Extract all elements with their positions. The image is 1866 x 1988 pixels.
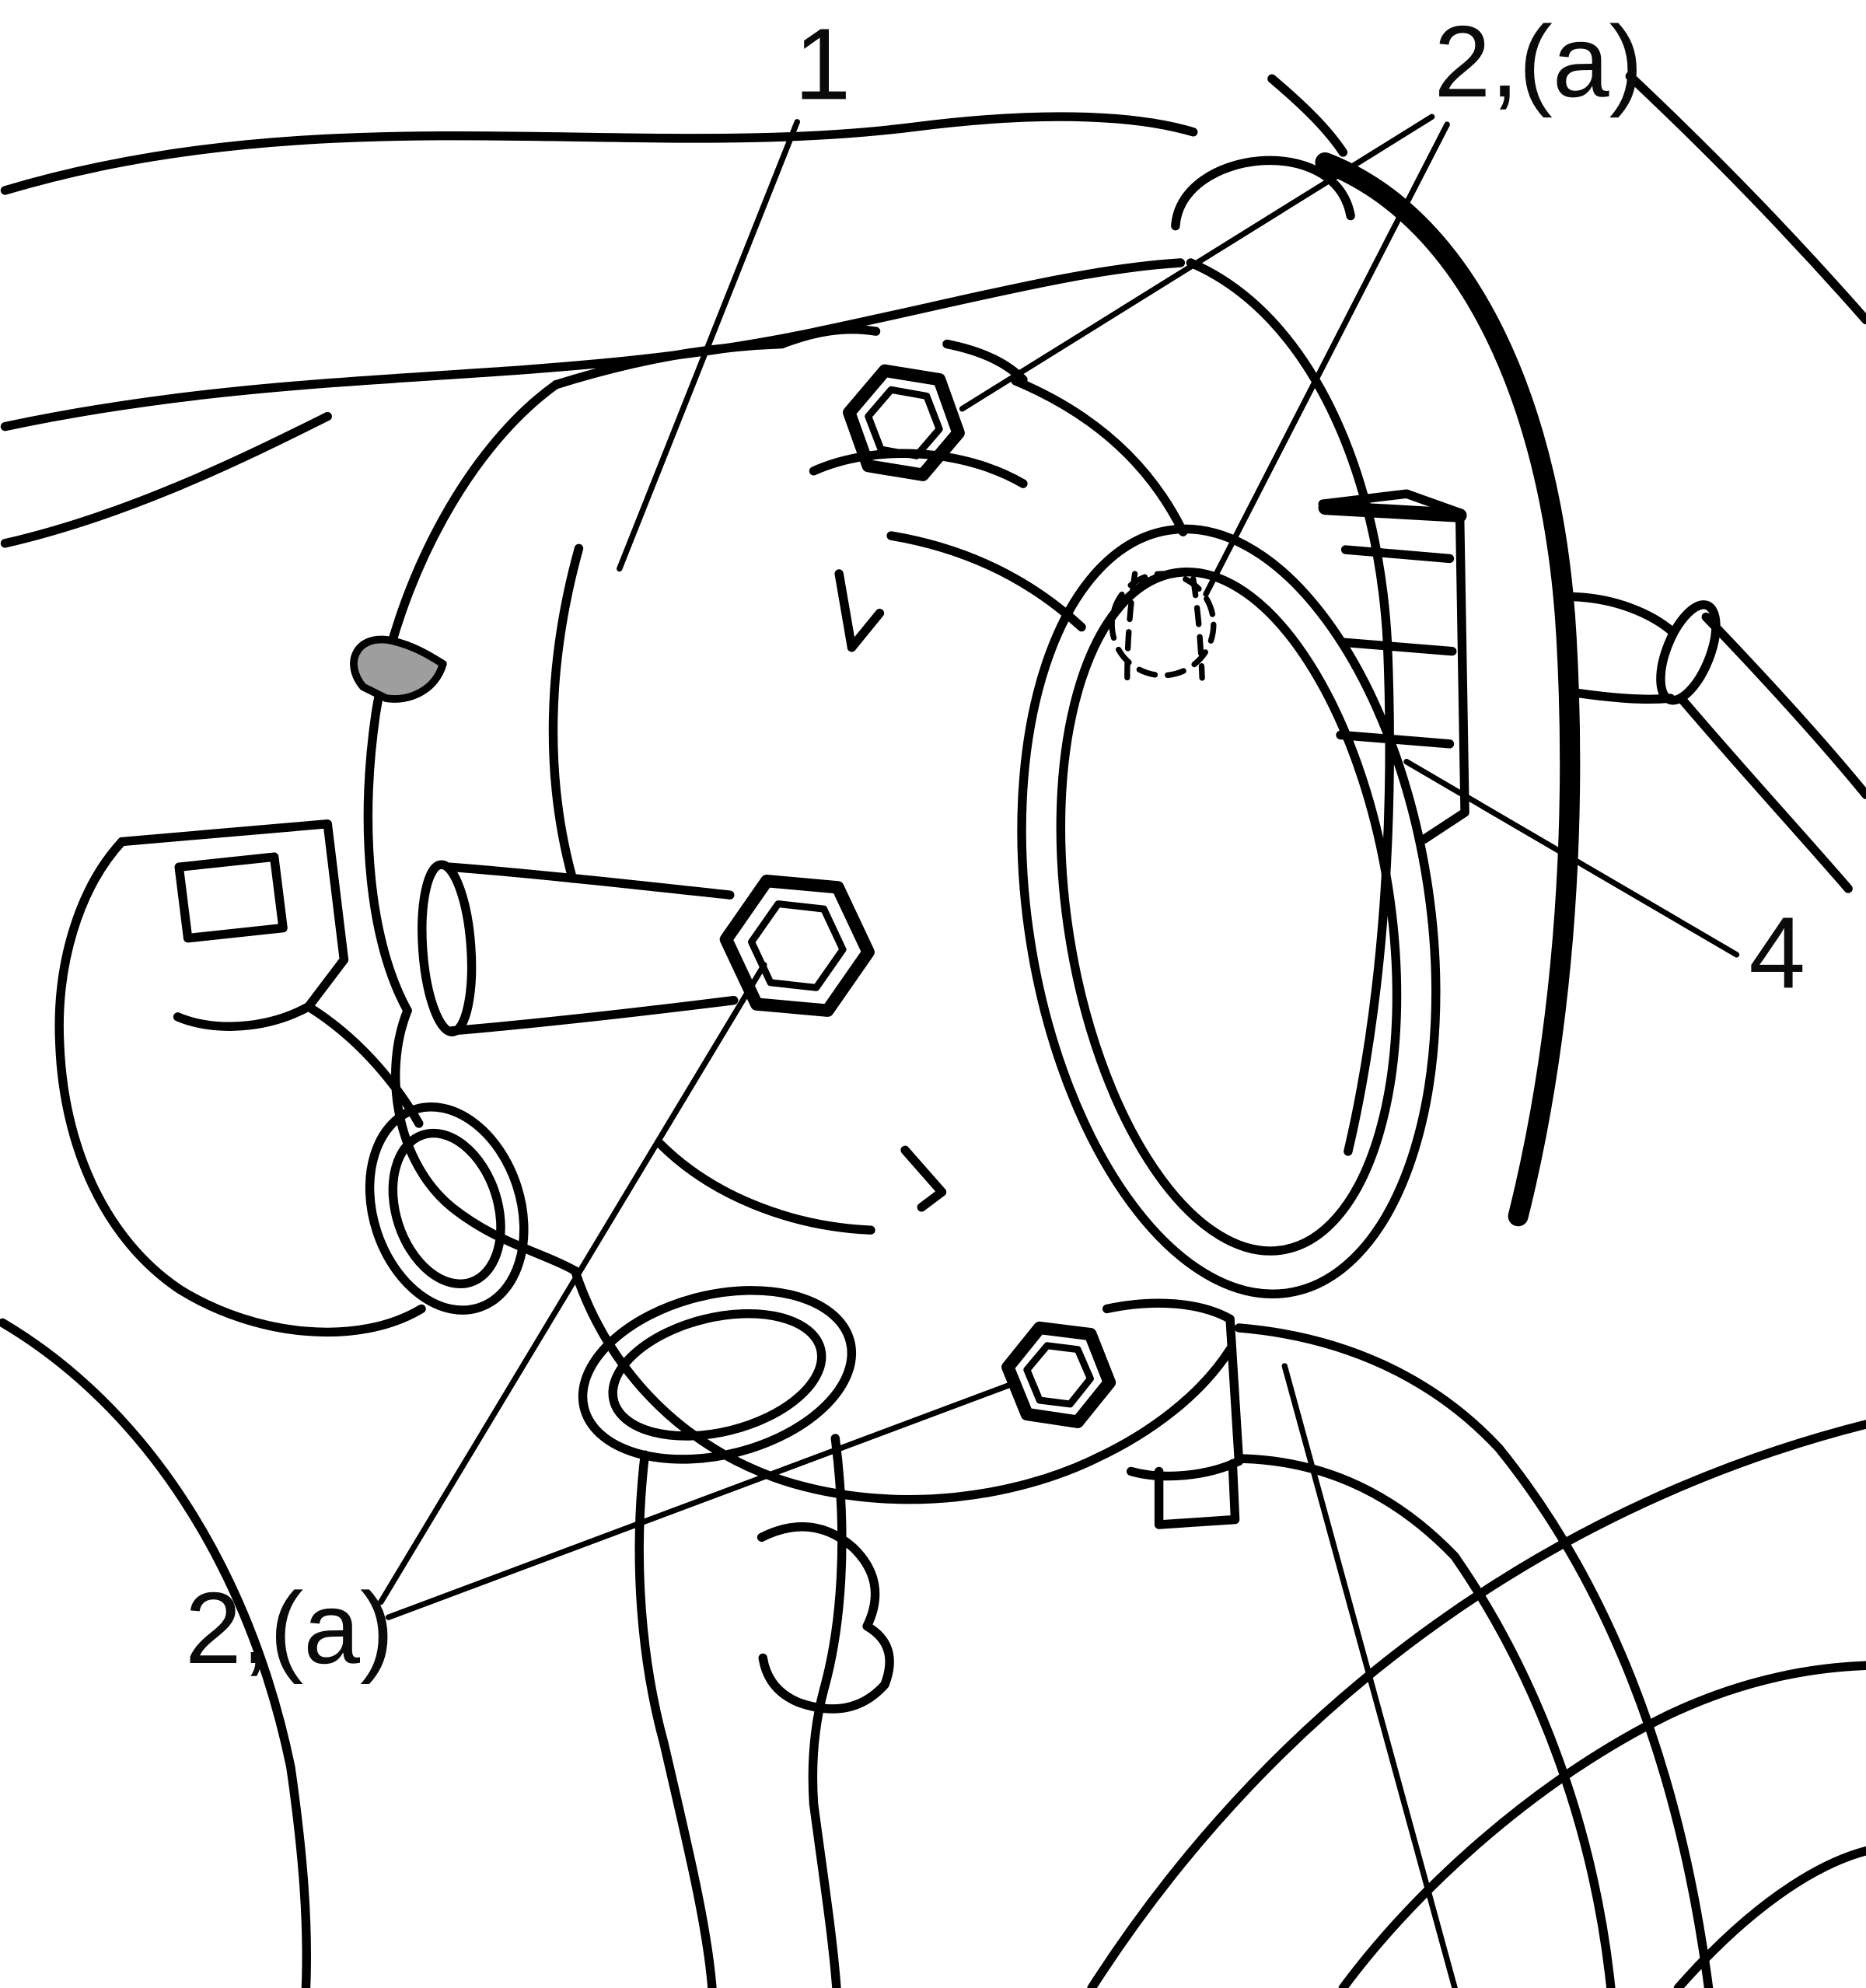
leader-callout-1 bbox=[617, 119, 800, 572]
callout-2a-top-label: 2,(a) bbox=[1434, 5, 1644, 118]
hose-clamp bbox=[1102, 1298, 1244, 1529]
callout-4-label: 4 bbox=[1749, 896, 1805, 1009]
down-tube bbox=[634, 1434, 894, 1988]
callout-labels: 1 2,(a) 4 2,(a) 3 bbox=[185, 5, 1805, 1685]
lower-left-curve bbox=[0, 1318, 311, 1988]
leader-lines bbox=[378, 114, 1740, 1988]
hidden-bolt-dashed bbox=[1109, 571, 1217, 681]
leader-callout-3-hose bbox=[1281, 1363, 1458, 1988]
callout-2a-bottom-label: 2,(a) bbox=[185, 1571, 394, 1685]
upper-hose bbox=[0, 74, 1355, 548]
crimp-clamp bbox=[757, 1522, 894, 1714]
leader-callout-4 bbox=[1403, 759, 1740, 958]
leader-callout-2a-bottom-middle-bolt bbox=[378, 962, 767, 1605]
sensor-connector bbox=[54, 819, 529, 1337]
diagram-artwork bbox=[0, 72, 1866, 1988]
clamp-ring bbox=[1017, 524, 1441, 1299]
leader-callout-2a-top-bolt bbox=[959, 114, 1435, 412]
crossing-hoses bbox=[1087, 1420, 1866, 1988]
bolt-bottom bbox=[1001, 1321, 1116, 1428]
bolt-middle bbox=[418, 860, 875, 1036]
right-hose-bend bbox=[1186, 72, 1866, 1227]
bracket-item-4 bbox=[1318, 489, 1469, 844]
leader-callout-2a-top-hidden bbox=[1203, 121, 1450, 597]
hose-end-cap bbox=[1656, 600, 1721, 705]
bolt-top bbox=[843, 364, 965, 481]
lower-hose bbox=[1234, 1323, 1714, 1988]
inlet-port bbox=[578, 1286, 857, 1464]
gray-highlight-tab bbox=[350, 635, 447, 703]
leader-callout-2a-bottom-lower-bolt bbox=[385, 1381, 1016, 1620]
callout-1-label: 1 bbox=[795, 7, 851, 121]
